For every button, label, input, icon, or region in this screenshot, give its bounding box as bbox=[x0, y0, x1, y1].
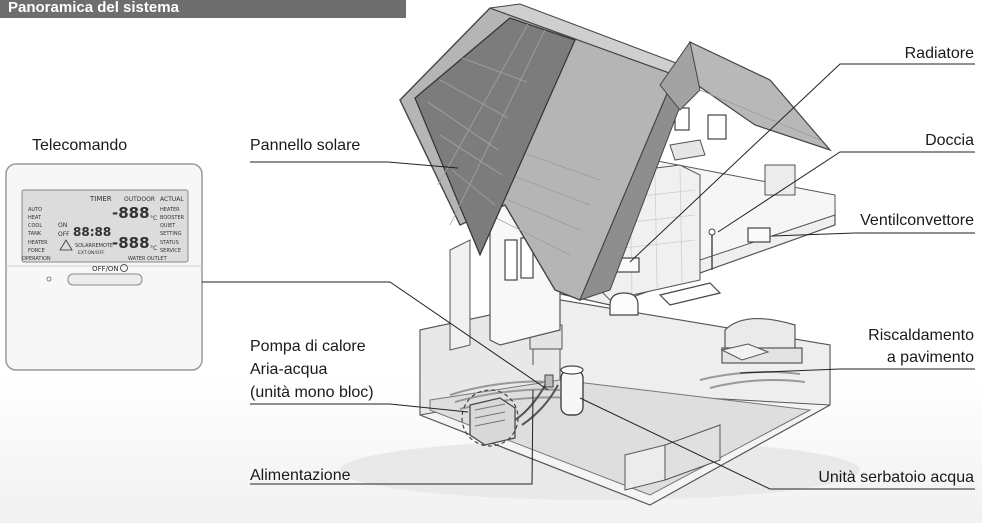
remote-label: Telecomando bbox=[32, 136, 127, 155]
lcd-solar: SOLAR bbox=[75, 243, 92, 249]
lcd-right-status: STATUS bbox=[160, 240, 179, 246]
lcd-operation: OPERATION bbox=[22, 256, 51, 262]
lcd-force: FORCE bbox=[28, 248, 45, 254]
remote-controller: TIMER OUTDOOR ACTUAL AUTO HEAT COOL TANK… bbox=[6, 164, 202, 370]
lcd-timer: TIMER bbox=[89, 195, 112, 203]
lcd-heat: HEAT bbox=[28, 215, 42, 221]
lcd-on: ON bbox=[58, 222, 67, 229]
heat-pump-label-line1: Pompa di calore bbox=[250, 337, 366, 356]
lcd-digits-top: -888 bbox=[112, 204, 150, 222]
shower-label: Doccia bbox=[925, 131, 974, 150]
solar-panel-label: Pannello solare bbox=[250, 136, 360, 155]
heat-pump-unit bbox=[470, 398, 515, 445]
water-tank-label: Unità serbatoio acqua bbox=[818, 468, 974, 487]
lcd-right-quiet: QUIET bbox=[160, 223, 176, 229]
lcd-right-service: SERVICE bbox=[160, 248, 181, 254]
lcd-unit-bottom: °C bbox=[150, 245, 157, 252]
off-on-button[interactable] bbox=[68, 274, 142, 285]
lcd-remote: REMOTE bbox=[92, 243, 113, 249]
lcd-right-setting: SETTING bbox=[160, 231, 182, 237]
heat-pump-label-line2: Aria-acqua bbox=[250, 360, 327, 379]
lcd-right-heater: HEATER bbox=[160, 207, 180, 213]
lcd-auto: AUTO bbox=[28, 207, 42, 213]
lcd-heater: HEATER bbox=[28, 240, 48, 246]
lcd-ext-on-off: EXT.ON/OFF bbox=[78, 250, 105, 256]
lcd-unit-top: °C bbox=[150, 215, 157, 222]
water-tank-unit bbox=[561, 370, 583, 415]
power-supply-label: Alimentazione bbox=[250, 466, 351, 485]
heat-pump-label-line3: (unità mono bloc) bbox=[250, 383, 374, 402]
lcd-tank: TANK bbox=[27, 231, 42, 237]
lcd-cool: COOL bbox=[28, 223, 42, 229]
lcd-right-booster: BOOSTER bbox=[160, 215, 185, 221]
lcd-actual: ACTUAL bbox=[160, 196, 184, 203]
floor-heating-label-line2: a pavimento bbox=[887, 348, 974, 367]
lcd-off: OFF bbox=[58, 231, 70, 238]
lcd-digits-bottom: -888 bbox=[112, 234, 150, 252]
fan-coil-label: Ventilconvettore bbox=[860, 211, 974, 230]
floor-heating-label-line1: Riscaldamento bbox=[868, 326, 974, 345]
radiator-label: Radiatore bbox=[905, 44, 974, 63]
lcd-outdoor: OUTDOOR bbox=[124, 196, 155, 203]
off-on-label: OFF/ON bbox=[92, 265, 119, 273]
lcd-digits-mid: 88:88 bbox=[73, 225, 111, 239]
lcd-water-outlet: WATER OUTLET bbox=[128, 256, 168, 262]
fan-coil-unit bbox=[748, 228, 770, 242]
